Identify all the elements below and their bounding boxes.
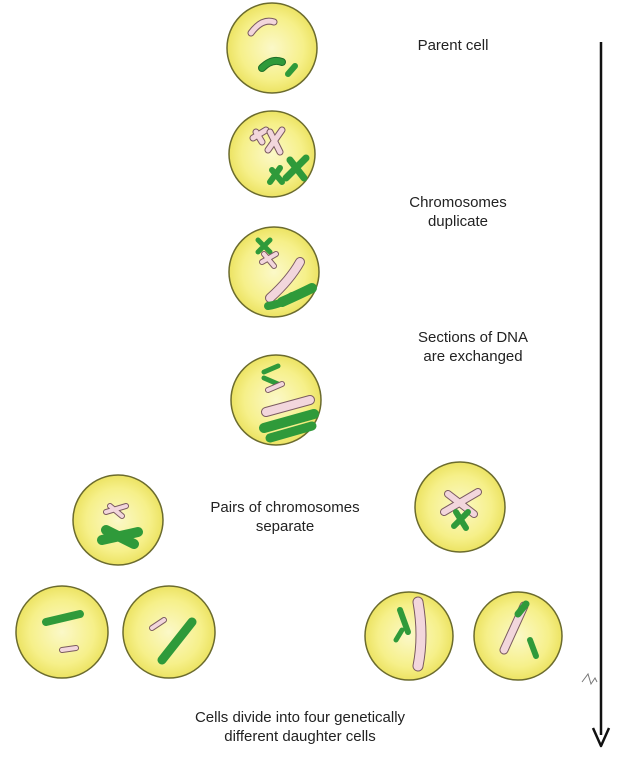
step-label-line: duplicate bbox=[427, 213, 489, 230]
pink-chromosome-pair bbox=[249, 126, 286, 156]
small-green-chromosomes bbox=[261, 363, 285, 393]
daughter-cell-4 bbox=[473, 591, 563, 681]
step-label-dna-exchanged: Sections of DNA are exchanged bbox=[388, 328, 558, 366]
step-label-parent-cell: Parent cell bbox=[388, 36, 518, 55]
step-label-line: Chromosomes bbox=[409, 194, 507, 211]
step-label-daughter-cells: Cells divide into four genetically diffe… bbox=[150, 708, 450, 746]
step-label-line: Sections of DNA bbox=[417, 329, 529, 346]
parent-cell bbox=[226, 2, 318, 94]
daughter-cell-3 bbox=[364, 591, 454, 681]
time-arrow bbox=[591, 42, 611, 748]
tetrad-cell bbox=[230, 354, 322, 446]
separated-cell-right bbox=[414, 461, 506, 553]
green-chromosome-pair bbox=[267, 154, 310, 185]
pink-chromosome bbox=[247, 17, 278, 37]
daughter-cell-2 bbox=[122, 585, 216, 679]
paired-chromosomes bbox=[259, 395, 319, 443]
step-label-line: Parent cell bbox=[417, 37, 489, 54]
duplicated-cell bbox=[228, 110, 316, 198]
step-label-line: Pairs of chromosomes bbox=[210, 499, 360, 516]
step-label-line: different daughter cells bbox=[224, 728, 376, 745]
small-chromosomes bbox=[255, 237, 279, 269]
exchanged-chromosomes bbox=[264, 257, 317, 310]
crossover-cell bbox=[228, 226, 320, 318]
daughter-cell-1 bbox=[15, 585, 109, 679]
step-label-line: are exchanged bbox=[423, 348, 523, 365]
step-label-pairs-separate: Pairs of chromosomes separate bbox=[185, 498, 385, 536]
step-label-chromosomes-duplicate: Chromosomes duplicate bbox=[388, 193, 528, 231]
step-label-line: Cells divide into four genetically bbox=[194, 709, 406, 726]
artist-signature bbox=[581, 672, 598, 686]
separated-cell-left bbox=[72, 474, 164, 566]
green-chromosome bbox=[258, 56, 298, 77]
step-label-line: separate bbox=[255, 518, 315, 535]
